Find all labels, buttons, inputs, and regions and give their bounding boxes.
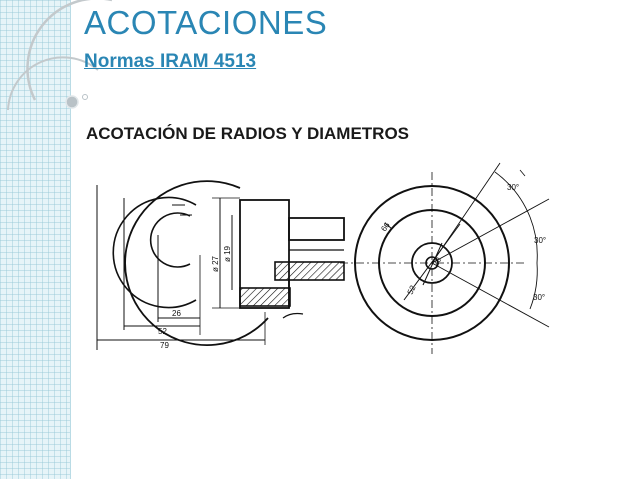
dim-radius-26: 26: [172, 309, 181, 318]
dim-angle-1: 30°: [507, 183, 519, 192]
dim-diameter-27: ø 27: [211, 255, 220, 272]
left-drawing: [96, 180, 345, 350]
decorative-arcs: [7, 0, 112, 111]
slide-title: ACOTACIONES: [84, 4, 328, 41]
dim-radius-52: 52: [158, 327, 167, 336]
dim-diameter-52: 52: [406, 283, 418, 295]
dim-radius-79: 79: [160, 341, 169, 350]
decorative-dot-small: [82, 94, 88, 100]
dim-angle-2: 30°: [534, 236, 546, 245]
dim-diameter-19: ø 19: [223, 245, 232, 262]
left-decorative-band: [0, 0, 70, 479]
right-drawing: [340, 162, 550, 354]
dim-angle-3: 30°: [533, 293, 545, 302]
section-heading: ACOTACIÓN DE RADIOS Y DIAMETROS: [86, 124, 410, 143]
slide-subtitle: Normas IRAM 4513: [84, 51, 257, 72]
band-edge-line: [70, 0, 71, 479]
decorative-dot-large: [65, 95, 79, 109]
